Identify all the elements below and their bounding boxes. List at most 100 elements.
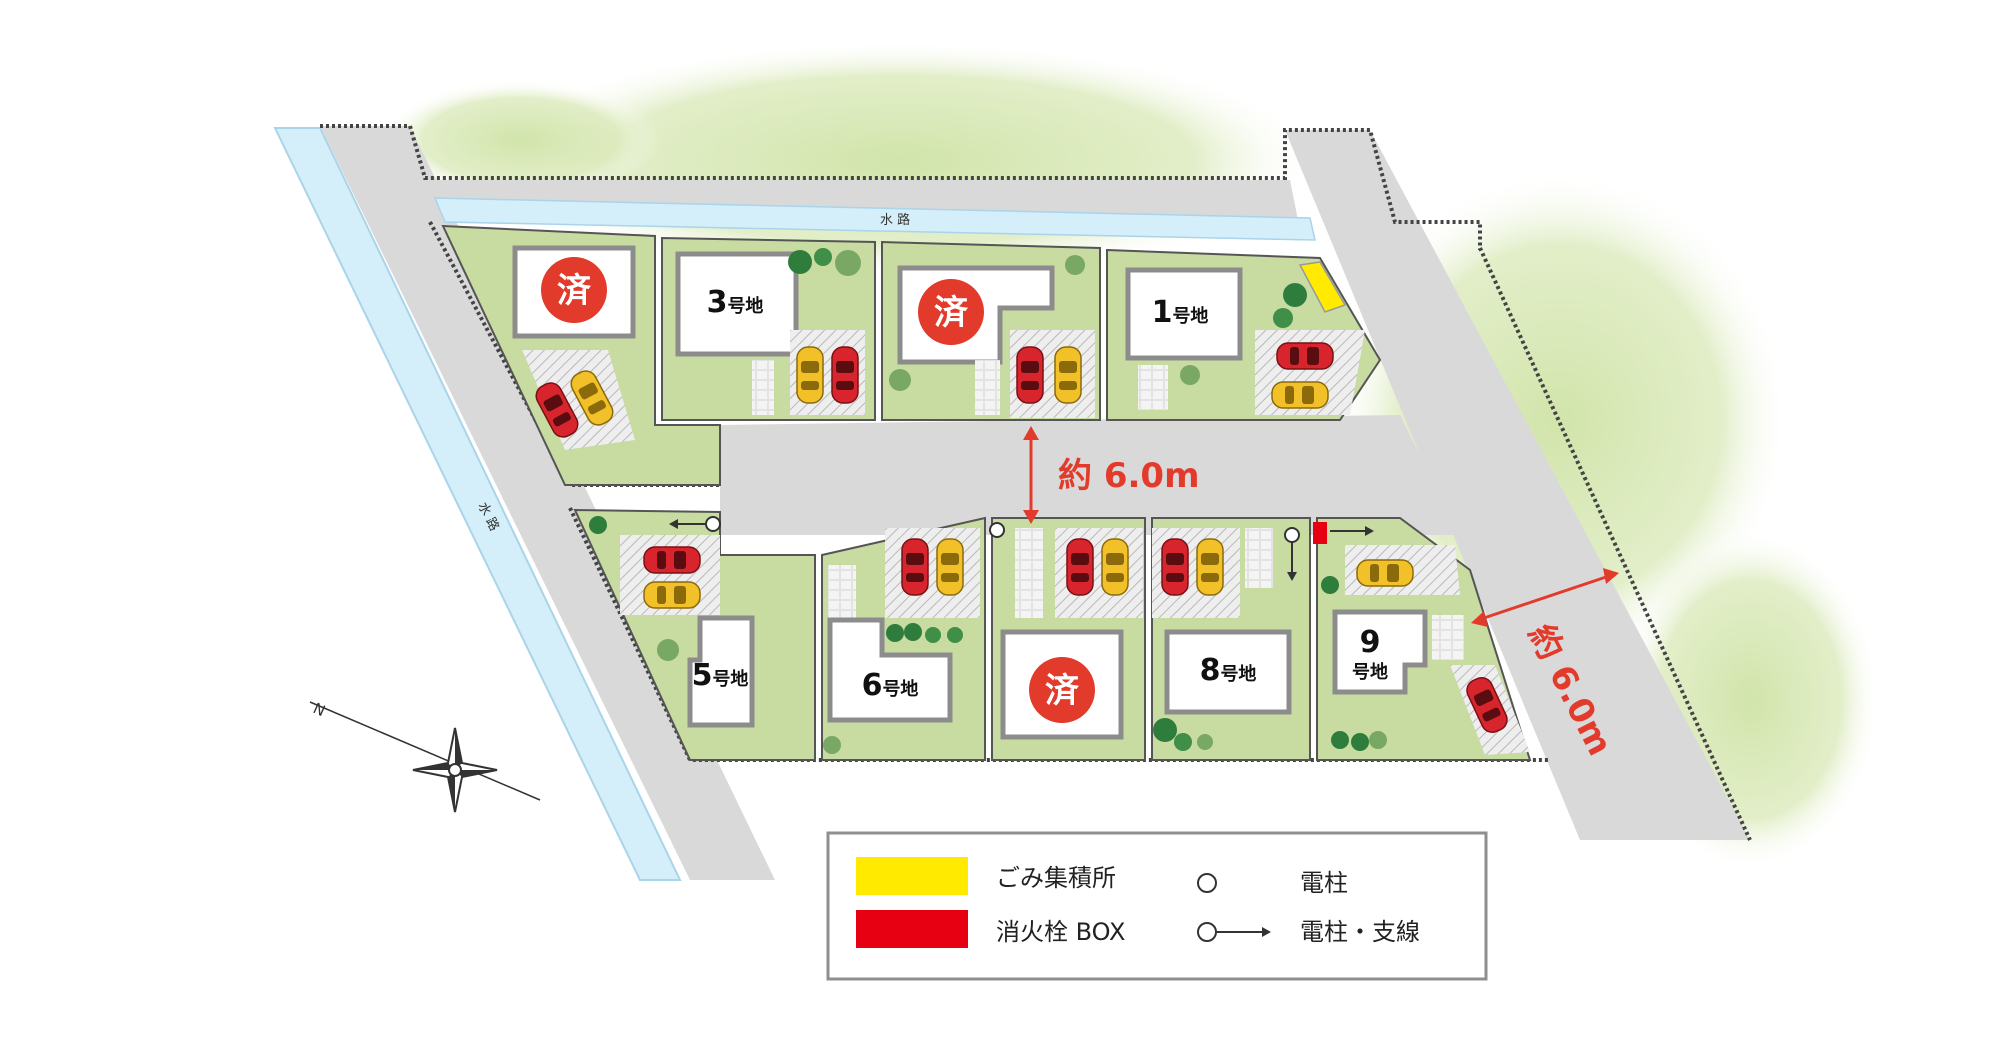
lot-number-label: 8号地 [1200,653,1257,688]
lot-suffix: 号地 [1172,305,1208,327]
tree [1369,731,1387,749]
car-yellow [1356,559,1414,587]
tree [1065,255,1085,275]
waterway-north-label: 水 路 [880,212,910,228]
sold-badge-label: 済 [1045,671,1080,711]
road-central [720,415,1460,535]
tree [823,736,841,754]
tree [886,624,904,642]
car-red [1066,538,1094,596]
utility-pole [1284,527,1300,543]
path-8 [1245,528,1273,588]
sold-badge: 済 [918,279,984,345]
utility-pole [989,522,1005,538]
car-yellow [1196,538,1224,596]
north-block [441,224,1382,486]
tree [1321,576,1339,594]
compass-rose-icon [309,701,541,813]
lot-number: 3 [707,285,728,320]
tree [1273,308,1293,328]
house-6 [827,617,953,723]
car-red [643,546,701,574]
car-yellow [1101,538,1129,596]
tree [1180,365,1200,385]
lot-number-label: 1号地 [1152,295,1209,330]
car-red [1276,342,1334,370]
tree [1153,718,1177,742]
tree [788,250,812,274]
legend-hydrant-label: 消火栓 BOX [996,918,1125,946]
tree [1351,733,1369,751]
sold-badge: 済 [1029,657,1095,723]
tree [1283,283,1307,307]
path-sold-s [1015,528,1043,618]
tree [589,516,607,534]
car-red [831,346,859,404]
car-yellow [1271,381,1329,409]
legend-pole-label: 電柱 [1300,869,1348,897]
road-width-center-label: 約 6.0m [1058,456,1200,496]
tree [889,369,911,391]
legend [826,831,1488,981]
house-3 [675,251,799,357]
tree [835,250,861,276]
garbage-collection-point [1298,261,1347,313]
tree [657,639,679,661]
house-9 [1332,609,1428,695]
legend-pole-guy-label: 電柱・支線 [1300,918,1420,946]
path-3 [752,360,774,415]
path-9 [1432,615,1464,660]
lot-number: 8 [1200,653,1221,688]
tree [904,623,922,641]
legend-garbage-label: ごみ集積所 [996,864,1116,892]
tree [814,248,832,266]
lot-suffix: 号地 [712,668,748,690]
sold-badge: 済 [541,257,607,323]
sold-badge-label: 済 [557,271,592,311]
tree [947,627,963,643]
lot-number-label: 3号地 [707,285,764,320]
road-width-center [1023,426,1039,524]
sold-badge-label: 済 [934,293,969,333]
guy-arrow [1365,526,1374,536]
path-6 [828,565,856,620]
car-yellow [1054,346,1082,404]
car-yellow [796,346,824,404]
parking-6 [885,528,980,618]
car-red [901,538,929,596]
utility-poles [669,516,1300,581]
legend-hydrant-swatch [856,910,968,948]
road-east [1285,130,1750,840]
house-5 [687,615,755,728]
lot-number: 9 [1360,625,1381,660]
waterway-north [433,197,1316,241]
car-yellow [643,581,701,609]
south-block [573,508,1532,761]
tree [1331,731,1349,749]
utility-pole [705,516,721,532]
tree [925,627,941,643]
fire-hydrant-box [1313,522,1327,544]
lot-number: 6 [862,668,883,703]
car-yellow [936,538,964,596]
car-red [1016,346,1044,404]
tree [1197,734,1213,750]
path-1 [1138,365,1168,410]
lot-number-label: 5号地 [692,658,749,693]
lot-suffix: 号地 [1352,661,1388,683]
house-1 [1125,267,1243,361]
lot-suffix: 号地 [882,678,918,700]
compass-north-label: N [310,699,328,720]
house-8 [1164,629,1292,715]
path-sold-n [975,360,1000,415]
road-width-east [1471,568,1619,627]
legend-pole-icon [1197,873,1217,893]
lot-number-label: 6号地 [862,668,919,703]
lot-number: 1 [1152,295,1173,330]
waterway-west [273,127,682,881]
lot-suffix: 号地 [1220,663,1256,685]
car-red [1161,538,1189,596]
tree [1174,733,1192,751]
